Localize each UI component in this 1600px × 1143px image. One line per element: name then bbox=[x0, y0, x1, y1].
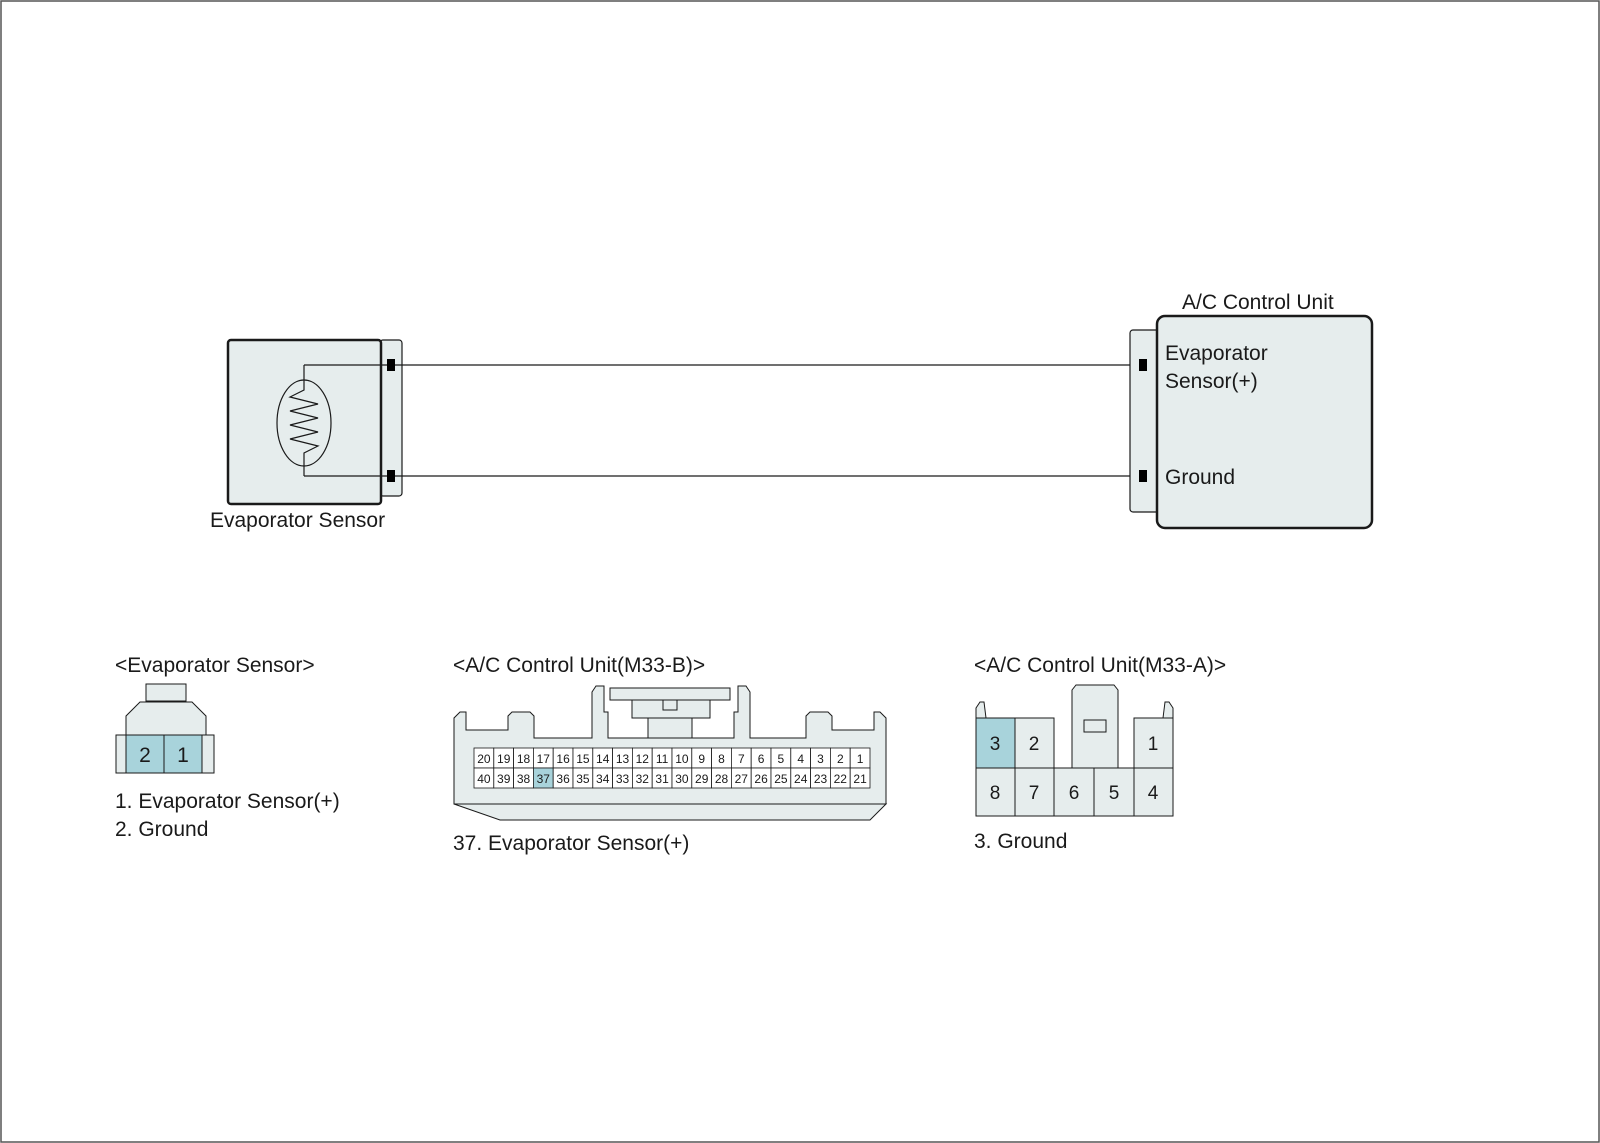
unit-body bbox=[1155, 314, 1374, 530]
m33b-pin-13-label: 13 bbox=[616, 752, 630, 766]
m33b-bottom-lip bbox=[453, 803, 888, 821]
m33b-pin-39-label: 39 bbox=[497, 772, 511, 786]
thermistor-zigzag bbox=[288, 365, 320, 476]
m33b-pin-10-label: 10 bbox=[675, 752, 689, 766]
ac-control-unit-component: A/C Control Unit Evaporator Sensor(+) Gr… bbox=[1129, 291, 1374, 530]
sensor-label: Evaporator Sensor bbox=[210, 509, 385, 532]
m33b-pin-21 bbox=[849, 767, 871, 789]
m33b-pin-2-label: 2 bbox=[837, 752, 844, 766]
m33a-pin-7-label: 7 bbox=[1029, 783, 1040, 804]
m33b-pin-21-label: 21 bbox=[853, 772, 867, 786]
sensor-pin-1-label: 1 bbox=[177, 744, 189, 767]
sensor-pin-1 bbox=[163, 734, 203, 774]
m33a-connector-face: <A/C Control Unit(M33-A)> 3 2 1 8 7 6 5 … bbox=[974, 654, 1226, 853]
m33b-title: <A/C Control Unit(M33-B)> bbox=[453, 654, 705, 677]
m33b-pin-17-label: 17 bbox=[537, 752, 551, 766]
m33a-pin-6 bbox=[1053, 767, 1095, 817]
m33a-pin-1 bbox=[1133, 717, 1174, 769]
m33b-pin-30-label: 30 bbox=[675, 772, 689, 786]
m33b-pin-40-label: 40 bbox=[477, 772, 491, 786]
m33b-pin-24-label: 24 bbox=[794, 772, 808, 786]
m33b-pin-38-label: 38 bbox=[517, 772, 531, 786]
m33a-pin-6-label: 6 bbox=[1069, 783, 1080, 804]
m33b-pin-12-label: 12 bbox=[636, 752, 650, 766]
m33b-pin-29-label: 29 bbox=[695, 772, 709, 786]
unit-pin-label-bottom: Ground bbox=[1165, 466, 1235, 489]
m33b-pin-7-label: 7 bbox=[738, 752, 745, 766]
evaporator-sensor-component: Evaporator Sensor bbox=[210, 338, 403, 532]
m33b-pin-5-label: 5 bbox=[778, 752, 785, 766]
m33b-pin-27-label: 27 bbox=[735, 772, 749, 786]
m33b-pin-37-label: 37 bbox=[537, 772, 551, 786]
sensor-terminal-top bbox=[387, 359, 395, 371]
m33b-pin-34-label: 34 bbox=[596, 772, 610, 786]
sensor-connector-face: <Evaporator Sensor> 2 1 1. Evaporator Se… bbox=[115, 654, 340, 841]
m33b-lock-tab bbox=[662, 699, 678, 711]
m33b-pin-20-label: 20 bbox=[477, 752, 491, 766]
m33a-pin-8-label: 8 bbox=[990, 783, 1001, 804]
m33b-pin-6-label: 6 bbox=[758, 752, 765, 766]
sensor-pin-2 bbox=[125, 734, 165, 774]
m33a-lock-window bbox=[1083, 719, 1107, 733]
m33b-pin-18-label: 18 bbox=[517, 752, 531, 766]
sensor-legend-2: 2. Ground bbox=[115, 818, 208, 841]
m33b-pin-28-label: 28 bbox=[715, 772, 729, 786]
m33a-pin-3 bbox=[975, 717, 1016, 769]
m33a-pin-7 bbox=[1014, 767, 1055, 817]
sensor-connector-title: <Evaporator Sensor> bbox=[115, 654, 315, 677]
sensor-legend-1: 1. Evaporator Sensor(+) bbox=[115, 790, 340, 813]
m33a-pin-4-label: 4 bbox=[1148, 783, 1159, 804]
sensor-connector-latch bbox=[145, 683, 187, 702]
sensor-terminal-bottom bbox=[387, 470, 395, 482]
m33b-pin-35-label: 35 bbox=[576, 772, 590, 786]
m33b-pin-31-label: 31 bbox=[655, 772, 669, 786]
sensor-connector-shroud bbox=[125, 701, 207, 736]
m33b-pin-11-label: 11 bbox=[656, 752, 669, 766]
m33b-pin-4-label: 4 bbox=[797, 752, 804, 766]
m33a-pin-1-label: 1 bbox=[1148, 734, 1159, 755]
unit-pin-label-top-line1: Evaporator bbox=[1165, 342, 1268, 365]
m33b-pin-26-label: 26 bbox=[754, 772, 768, 786]
unit-connector-tab bbox=[1129, 329, 1161, 513]
m33b-lock-base bbox=[647, 717, 693, 739]
m33b-pin-15-label: 15 bbox=[576, 752, 590, 766]
m33a-pin-8 bbox=[975, 767, 1016, 817]
m33b-pin-33-label: 33 bbox=[616, 772, 630, 786]
m33b-pin-3-label: 3 bbox=[817, 752, 824, 766]
m33b-pin-25-label: 25 bbox=[774, 772, 788, 786]
m33a-title: <A/C Control Unit(M33-A)> bbox=[974, 654, 1226, 677]
m33a-pin-4 bbox=[1133, 767, 1174, 817]
m33b-pin-16-label: 16 bbox=[556, 752, 570, 766]
unit-title: A/C Control Unit bbox=[1182, 291, 1334, 314]
m33b-legend-1: 37. Evaporator Sensor(+) bbox=[453, 832, 689, 855]
m33b-pin-22-label: 22 bbox=[834, 772, 848, 786]
m33b-pin-23-label: 23 bbox=[814, 772, 828, 786]
unit-terminal-bottom bbox=[1139, 470, 1147, 482]
m33a-legend-1: 3. Ground bbox=[974, 830, 1067, 853]
m33b-pin-1-label: 1 bbox=[857, 752, 864, 766]
m33b-pin-32-label: 32 bbox=[636, 772, 650, 786]
m33b-pin-9-label: 9 bbox=[698, 752, 705, 766]
m33b-top-rail bbox=[609, 687, 731, 701]
m33b-pin-36-label: 36 bbox=[556, 772, 570, 786]
m33a-pin-2-label: 2 bbox=[1029, 734, 1040, 755]
m33a-pin-5-label: 5 bbox=[1109, 783, 1120, 804]
m33a-pin-3-label: 3 bbox=[990, 734, 1001, 755]
unit-terminal-top bbox=[1139, 359, 1147, 371]
m33b-pin-8-label: 8 bbox=[718, 752, 725, 766]
sensor-pin-2-label: 2 bbox=[139, 744, 151, 767]
m33b-pin-14-label: 14 bbox=[596, 752, 610, 766]
m33b-pin-19-label: 19 bbox=[497, 752, 511, 766]
unit-pin-label-top-line2: Sensor(+) bbox=[1165, 370, 1258, 393]
